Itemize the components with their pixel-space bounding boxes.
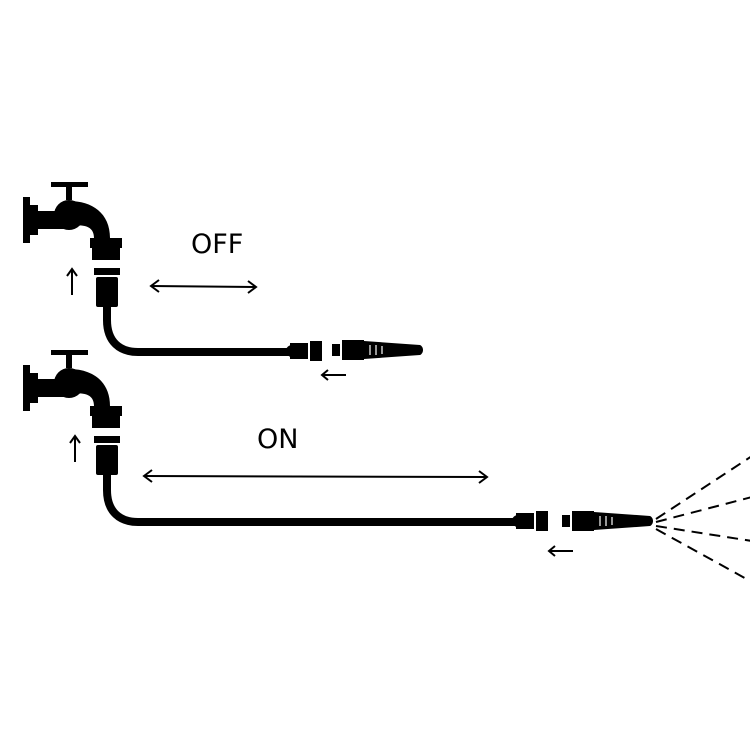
on-hose-connector-icon	[512, 511, 548, 531]
on-left-arrow-icon	[547, 545, 573, 557]
on-spray-nozzle-icon	[561, 510, 654, 532]
off-hose	[103, 303, 296, 356]
spray-pattern-icon	[655, 456, 750, 583]
on-double-arrow-icon	[142, 469, 489, 484]
on-faucet-icon	[23, 350, 122, 428]
off-faucet-icon	[23, 182, 122, 260]
on-hose	[103, 471, 522, 526]
off-label: OFF	[191, 229, 243, 260]
off-double-arrow-icon	[149, 279, 258, 294]
on-up-arrow-icon	[69, 434, 81, 462]
on-label: ON	[257, 424, 298, 455]
off-hose-connector-icon	[286, 341, 322, 361]
on-tap-connector-icon	[94, 436, 120, 475]
off-left-arrow-icon	[320, 369, 346, 381]
off-spray-nozzle-icon	[331, 339, 424, 361]
off-up-arrow-icon	[66, 267, 78, 295]
off-tap-connector-icon	[94, 268, 120, 307]
